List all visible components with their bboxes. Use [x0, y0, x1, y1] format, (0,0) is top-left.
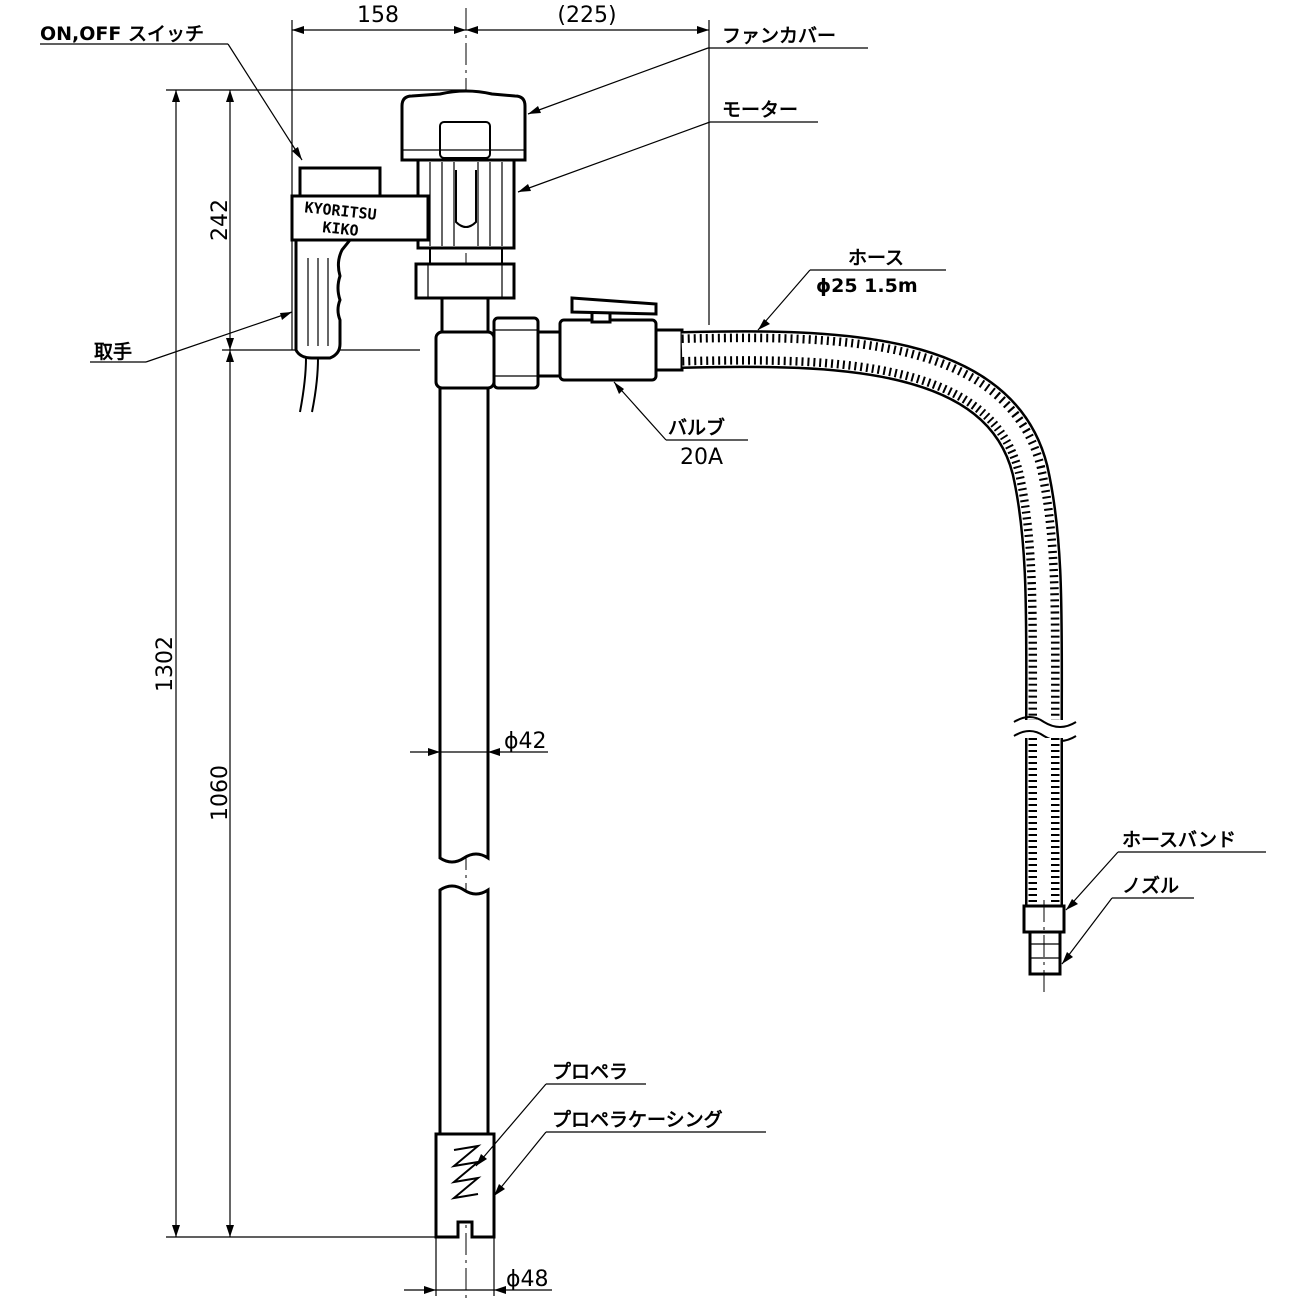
- motor-assembly: [400, 89, 527, 300]
- dim-225: (225): [557, 3, 616, 28]
- hose: [681, 330, 1077, 996]
- pump-tube: ϕ42 ϕ48: [404, 296, 552, 1296]
- label-valve-title: バルブ: [668, 416, 725, 439]
- callouts: ON,OFF スイッチ ファンカバー モーター ホース ϕ25 1.5m 取手 …: [40, 23, 1266, 1197]
- label-nozzle: ノズル: [1122, 874, 1179, 897]
- dim-1060: 1060: [208, 765, 233, 821]
- valve: [536, 296, 684, 382]
- label-hose-spec: ϕ25 1.5m: [816, 275, 918, 297]
- label-fan-cover: ファンカバー: [722, 25, 836, 47]
- label-switch: ON,OFF スイッチ: [40, 23, 204, 45]
- label-propeller: プロペラ: [552, 1060, 628, 1083]
- top-dimension: 158 (225): [291, 3, 710, 350]
- handle-assembly: KYORITSU KIKO: [290, 166, 430, 413]
- dim-phi42: ϕ42: [504, 729, 547, 754]
- label-propeller-casing: プロペラケーシング: [552, 1108, 723, 1131]
- dim-242: 242: [208, 199, 233, 241]
- label-hose-title: ホース: [848, 247, 904, 269]
- dim-phi48: ϕ48: [506, 1267, 549, 1292]
- brand-line-2: KIKO: [322, 218, 360, 240]
- left-dimensions: 1302 242 1060: [153, 89, 466, 1238]
- label-motor: モーター: [722, 99, 798, 121]
- label-handle: 取手: [94, 340, 132, 363]
- label-hose-band: ホースバンド: [1122, 829, 1236, 851]
- dim-158: 158: [357, 3, 399, 28]
- label-valve-size: 20A: [680, 445, 723, 470]
- dim-1302: 1302: [153, 636, 178, 692]
